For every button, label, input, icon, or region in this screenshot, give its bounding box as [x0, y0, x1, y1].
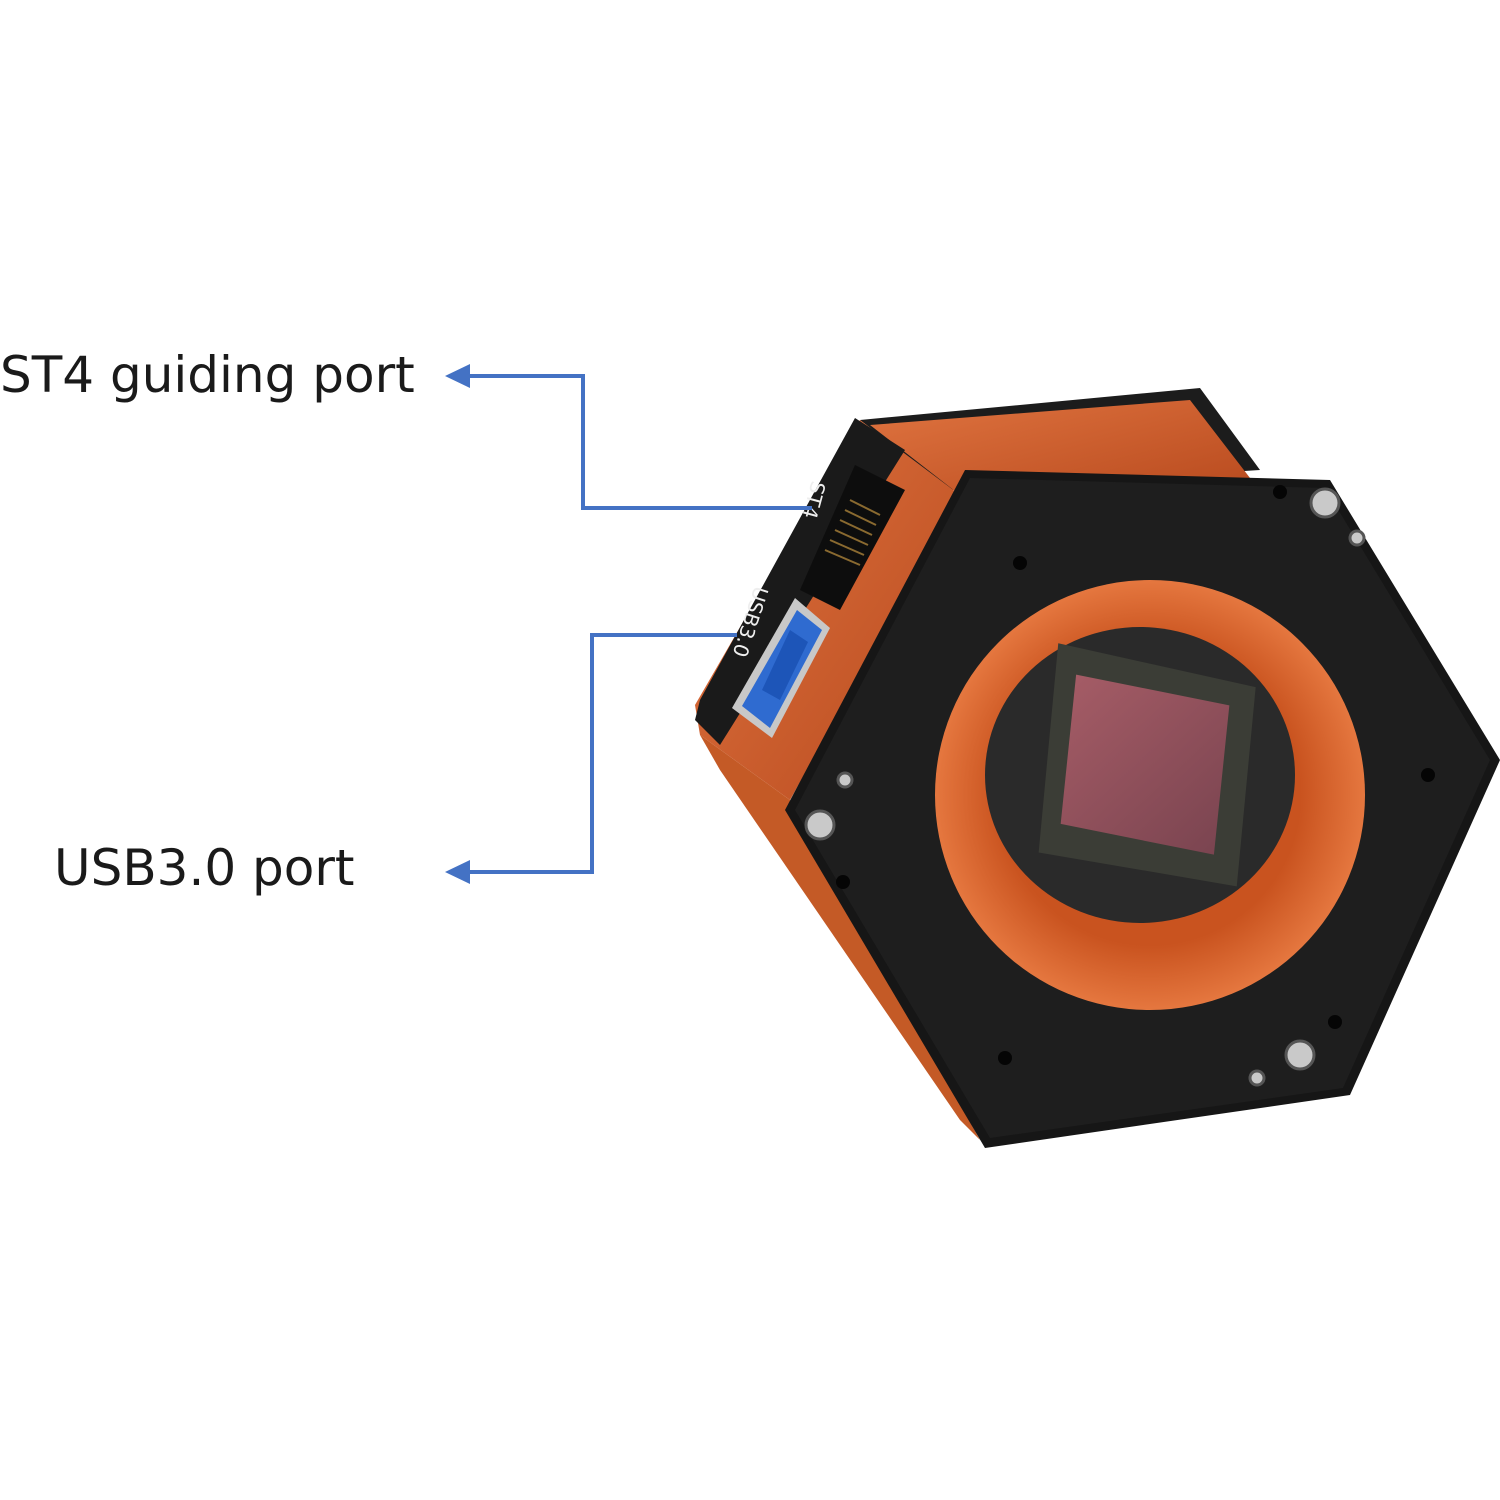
- usb-callout-arrow: [445, 633, 737, 884]
- screw-icon: [804, 809, 836, 841]
- screw-icon: [1284, 1039, 1316, 1071]
- screw-icon: [1309, 487, 1341, 519]
- screws: [804, 487, 1366, 1087]
- image-sensor: [1038, 643, 1256, 887]
- usb-port-label-callout: USB3.0 port: [54, 839, 355, 897]
- mount-holes: [836, 485, 1435, 1065]
- screw-icon: [836, 771, 854, 789]
- screw-icon: [1248, 1069, 1266, 1087]
- screw-icon: [1348, 529, 1366, 547]
- st4-guiding-port-label: ST4 guiding port: [0, 346, 415, 404]
- st4-callout-arrow: [445, 364, 812, 510]
